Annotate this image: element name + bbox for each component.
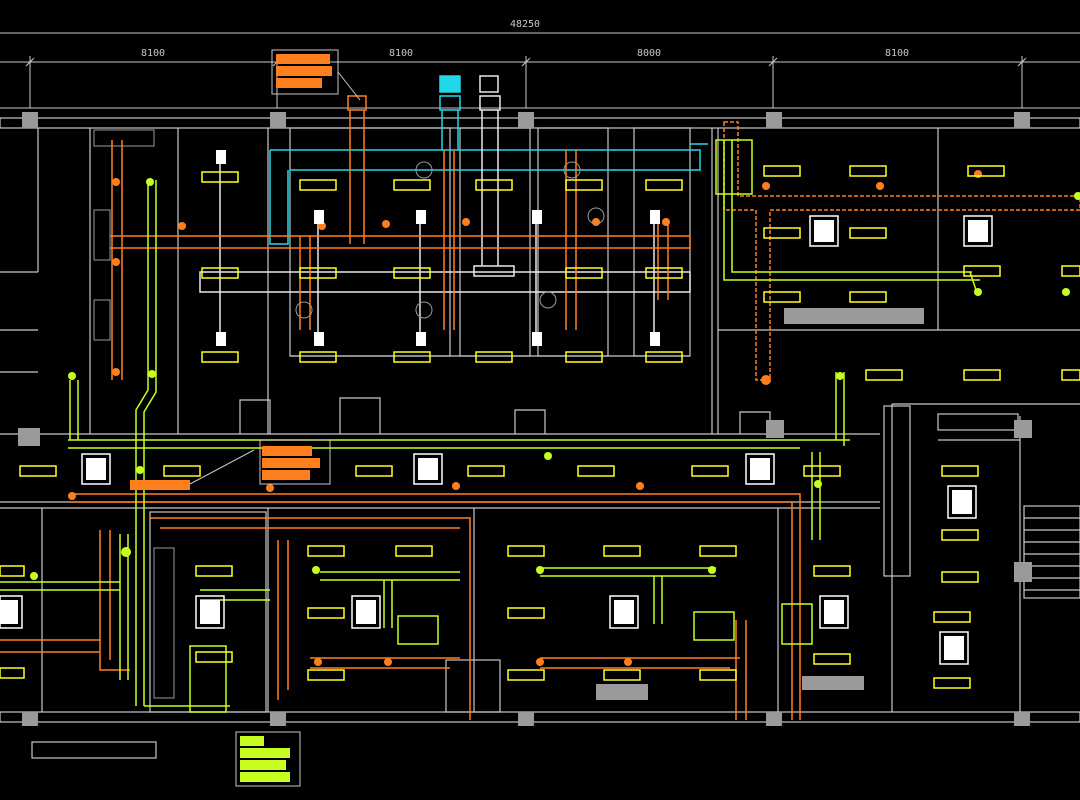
bay-dimension-2: 8100 [389, 48, 413, 59]
supply-air-duct [269, 75, 708, 245]
square-diffuser-icon [809, 215, 839, 247]
fan-coil-unit-icon [563, 161, 581, 179]
ceiling-diffusers [0, 215, 993, 665]
square-diffuser-icon [819, 595, 849, 629]
fan-coil-unit-icon [587, 207, 605, 225]
square-diffuser-icon [195, 595, 225, 629]
legend-block-top [271, 49, 361, 101]
fan-coil-unit-icon [415, 301, 433, 319]
grille-icon [532, 210, 542, 224]
grilles [216, 150, 660, 346]
square-diffuser-icon [939, 631, 969, 665]
fan-coil-unit-icon [93, 299, 111, 341]
grille-icon [314, 332, 324, 346]
return-air-duct [199, 75, 691, 340]
bay-dimension-1: 8100 [141, 48, 165, 59]
grille-icon [532, 332, 542, 346]
square-diffuser-icon [963, 215, 993, 247]
legend-block-middle [130, 439, 331, 490]
overall-dimension: 48250 [510, 19, 540, 30]
fan-coil-units [93, 129, 605, 699]
fan-coil-unit-icon [93, 209, 111, 261]
fresh-air-fittings [68, 170, 982, 666]
square-diffuser-icon [745, 453, 775, 485]
exhaust-fittings [30, 178, 1080, 580]
fan-coil-unit-icon [153, 547, 175, 699]
square-diffuser-icon [0, 595, 23, 629]
grille-icon [650, 210, 660, 224]
grille-icon [314, 210, 324, 224]
fan-coil-unit-icon [539, 291, 557, 309]
dimension-lines [0, 32, 1080, 109]
legend-block-bottom [235, 731, 301, 787]
linear-diffusers [0, 165, 1080, 689]
fan-coil-unit-icon [295, 301, 313, 319]
square-diffuser-icon [413, 453, 443, 485]
square-diffuser-icon [81, 453, 111, 485]
grille-icon [416, 210, 426, 224]
square-diffuser-icon [947, 485, 977, 519]
fresh-air-duct [0, 95, 1080, 720]
grille-icon [216, 150, 226, 164]
fan-coil-unit-icon [415, 161, 433, 179]
fan-coil-unit-icon [93, 129, 155, 147]
bay-dimension-4: 8100 [885, 48, 909, 59]
square-diffuser-icon [351, 595, 381, 629]
columns [18, 112, 1032, 726]
square-diffuser-icon [609, 595, 639, 629]
bay-dimension-3: 8000 [637, 48, 661, 59]
grille-icon [416, 332, 426, 346]
grille-icon [650, 332, 660, 346]
walls [0, 117, 1080, 759]
grille-icon [216, 332, 226, 346]
